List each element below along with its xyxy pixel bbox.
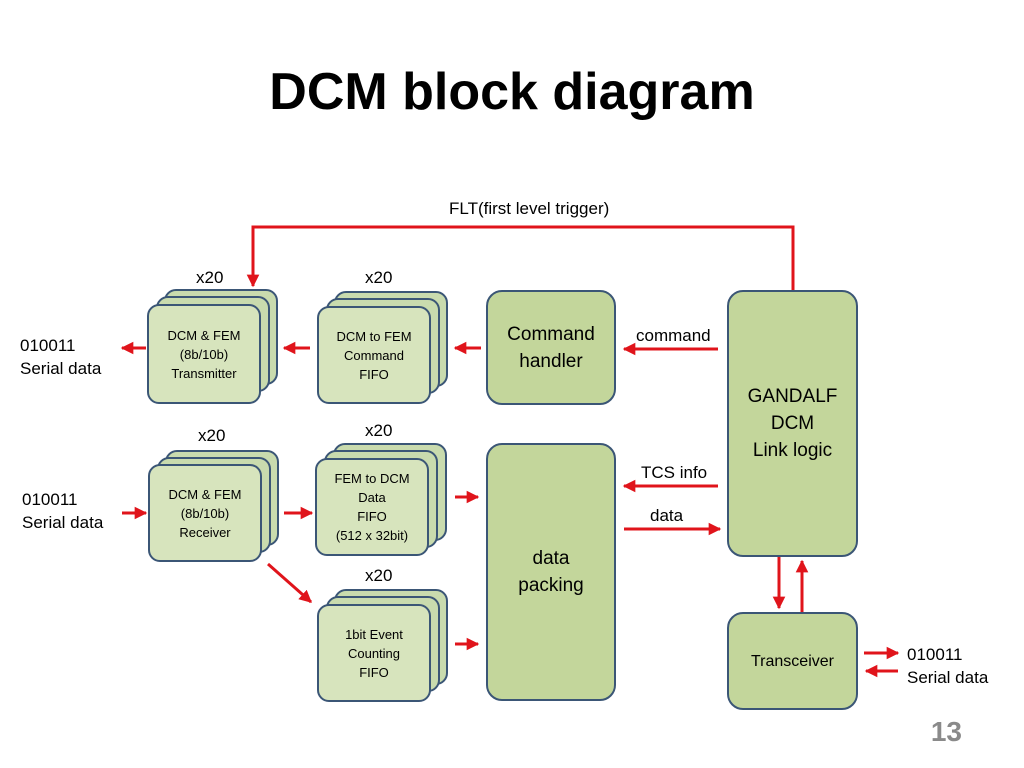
transceiver-block: Transceiver (727, 612, 858, 710)
x20-label-receiver: x20 (198, 426, 226, 445)
serial-label: Serial data (907, 668, 989, 687)
transmitter-line-1: DCM & FEM (167, 327, 241, 343)
transmitter-line-2: (8b/10b) (179, 346, 229, 362)
data-fifo-line-4: (512 x 32bit) (335, 528, 409, 543)
data-packing-block: data packing (486, 443, 616, 701)
serial-bits: 010011 (907, 645, 963, 664)
data-fifo-line-3: FIFO (357, 509, 387, 524)
command-fifo-line-2: Command (344, 347, 404, 363)
page-title: DCM block diagram (269, 63, 755, 121)
command-handler-block: Command handler (486, 290, 616, 405)
event-fifo-line-2: Counting (347, 645, 401, 661)
command-fifo-line-3: FIFO (359, 366, 389, 382)
gandalf-block: GANDALF DCM Link logic (727, 290, 858, 557)
receiver-line-2: (8b/10b) (180, 505, 230, 521)
gandalf-line-2: DCM (770, 413, 815, 434)
x20-label-command-fifo: x20 (365, 268, 393, 287)
event-fifo-line-3: FIFO (359, 664, 389, 680)
receiver-line-1: DCM & FEM (168, 486, 242, 502)
command-label: command (636, 326, 711, 345)
flt-label: FLT(first level trigger) (449, 199, 610, 218)
serial-bits: 010011 (20, 336, 76, 355)
serial-bits: 010011 (22, 490, 78, 509)
x20-label-data-fifo: x20 (365, 421, 393, 440)
serial-data-out-top: 010011 Serial data (20, 334, 101, 380)
command-handler-line-2: handler (519, 350, 583, 372)
gandalf-line-3: Link logic (752, 440, 833, 461)
x20-label-transmitter: x20 (196, 268, 224, 287)
event-fifo-line-1: 1bit Event (345, 626, 403, 642)
data-packing-line-2: packing (518, 575, 584, 596)
page-number: 13 (930, 716, 962, 747)
command-fifo-block: DCM to FEM Command FIFO (317, 306, 431, 404)
data-fifo-line-2: Data (358, 490, 386, 505)
receiver-block: DCM & FEM (8b/10b) Receiver (148, 464, 262, 562)
transmitter-block: DCM & FEM (8b/10b) Transmitter (147, 304, 261, 404)
receiver-to-event-fifo-arrow (267, 562, 312, 604)
serial-label: Serial data (20, 359, 102, 378)
flt-arrow (246, 225, 795, 290)
serial-data-in: 010011 Serial data (22, 488, 103, 534)
transceiver-line-1: Transceiver (751, 652, 834, 670)
serial-label: Serial data (22, 513, 104, 532)
tcs-info-label: TCS info (641, 463, 708, 482)
x20-label-event-fifo: x20 (365, 566, 393, 585)
data-fifo-block: FEM to DCM Data FIFO (512 x 32bit) (315, 458, 429, 556)
command-handler-line-1: Command (507, 323, 595, 345)
transmitter-line-3: Transmitter (171, 365, 237, 381)
serial-data-transceiver: 010011 Serial data (907, 643, 988, 689)
data-packing-line-1: data (532, 548, 570, 569)
data-label: data (650, 506, 684, 525)
receiver-line-3: Receiver (179, 524, 231, 540)
gandalf-line-1: GANDALF (747, 386, 838, 407)
event-fifo-block: 1bit Event Counting FIFO (317, 604, 431, 702)
data-fifo-line-1: FEM to DCM (334, 471, 410, 486)
command-fifo-line-1: DCM to FEM (336, 328, 412, 344)
